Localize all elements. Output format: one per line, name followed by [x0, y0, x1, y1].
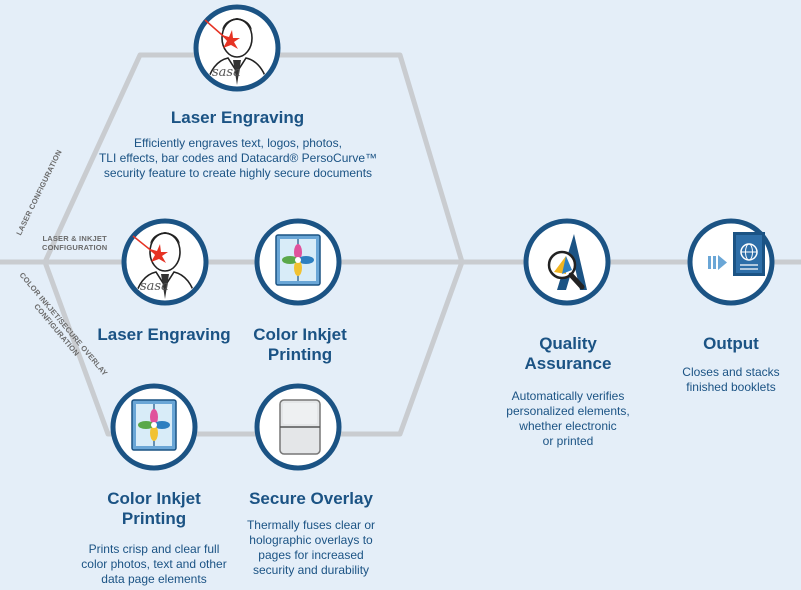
secure-overlay-title: Secure Overlay [249, 489, 373, 508]
laser-engraving-middle-icon: sasa [121, 218, 209, 306]
quality-assurance-icon [523, 218, 611, 306]
output-description: Closes and stacks finished booklets [671, 365, 791, 395]
quality-assurance-description-line1: Automatically verifies [511, 389, 625, 403]
top-laser-title: Laser Engraving [170, 108, 305, 127]
quality-assurance-description-line2: personalized elements, [506, 404, 630, 418]
secure-overlay-icon [254, 383, 342, 471]
color-inkjet-bottom-icon [110, 383, 198, 471]
quality-assurance-description-line3: whether electronic [519, 419, 617, 433]
bottom-inkjet-description: Prints crisp and clear full color photos… [74, 542, 234, 587]
middle-laser-title: Laser Engraving [97, 325, 231, 344]
output-title: Output [703, 334, 759, 353]
quality-assurance-description: Automatically verifies personalized elem… [496, 389, 640, 449]
middle-inkjet-title: Color Inkjet Printing [245, 325, 355, 365]
secure-overlay-description-line2: holographic overlays to [249, 533, 373, 547]
bottom-inkjet-description-line1: Prints crisp and clear full [88, 542, 220, 556]
bottom-inkjet-title-line2: Printing [121, 509, 187, 528]
laser-engraving-top-icon: sasa [193, 4, 281, 92]
svg-text:sasa: sasa [140, 279, 169, 294]
top-laser-description-line2: TLI effects, bar codes and Datacard® Per… [98, 151, 378, 165]
bottom-inkjet-description-line3: data page elements [101, 572, 207, 586]
top-laser-description-line1: Efficiently engraves text, logos, photos… [134, 136, 342, 150]
color-inkjet-middle-icon [254, 218, 342, 306]
output-description-line1: Closes and stacks [682, 365, 780, 379]
laser-inkjet-label-line1: LASER & INKJET [42, 234, 107, 243]
quality-assurance-title-line2: Assurance [524, 354, 612, 373]
bottom-inkjet-description-line2: color photos, text and other [81, 557, 227, 571]
laser-inkjet-configuration-label: LASER & INKJET CONFIGURATION [42, 234, 107, 252]
top-laser-description: Efficiently engraves text, logos, photos… [88, 136, 388, 181]
laser-inkjet-label-line2: CONFIGURATION [42, 243, 108, 252]
svg-text:sasa: sasa [212, 65, 241, 80]
middle-inkjet-title-line2: Printing [267, 345, 333, 364]
secure-overlay-description: Thermally fuses clear or holographic ove… [238, 518, 384, 578]
middle-inkjet-title-line1: Color Inkjet [253, 325, 347, 344]
quality-assurance-title: Quality Assurance [510, 334, 626, 374]
bottom-inkjet-title-line1: Color Inkjet [107, 489, 201, 508]
output-icon [687, 218, 775, 306]
output-description-line2: finished booklets [686, 380, 776, 394]
secure-overlay-description-line3: pages for increased [258, 548, 364, 562]
quality-assurance-title-line1: Quality [539, 334, 597, 353]
secure-overlay-description-line1: Thermally fuses clear or [246, 518, 376, 532]
quality-assurance-description-line4: or printed [542, 434, 594, 448]
top-laser-description-line3: security feature to create highly secure… [103, 166, 373, 180]
secure-overlay-description-line4: security and durability [252, 563, 370, 577]
bottom-inkjet-title: Color Inkjet Printing [96, 489, 212, 529]
